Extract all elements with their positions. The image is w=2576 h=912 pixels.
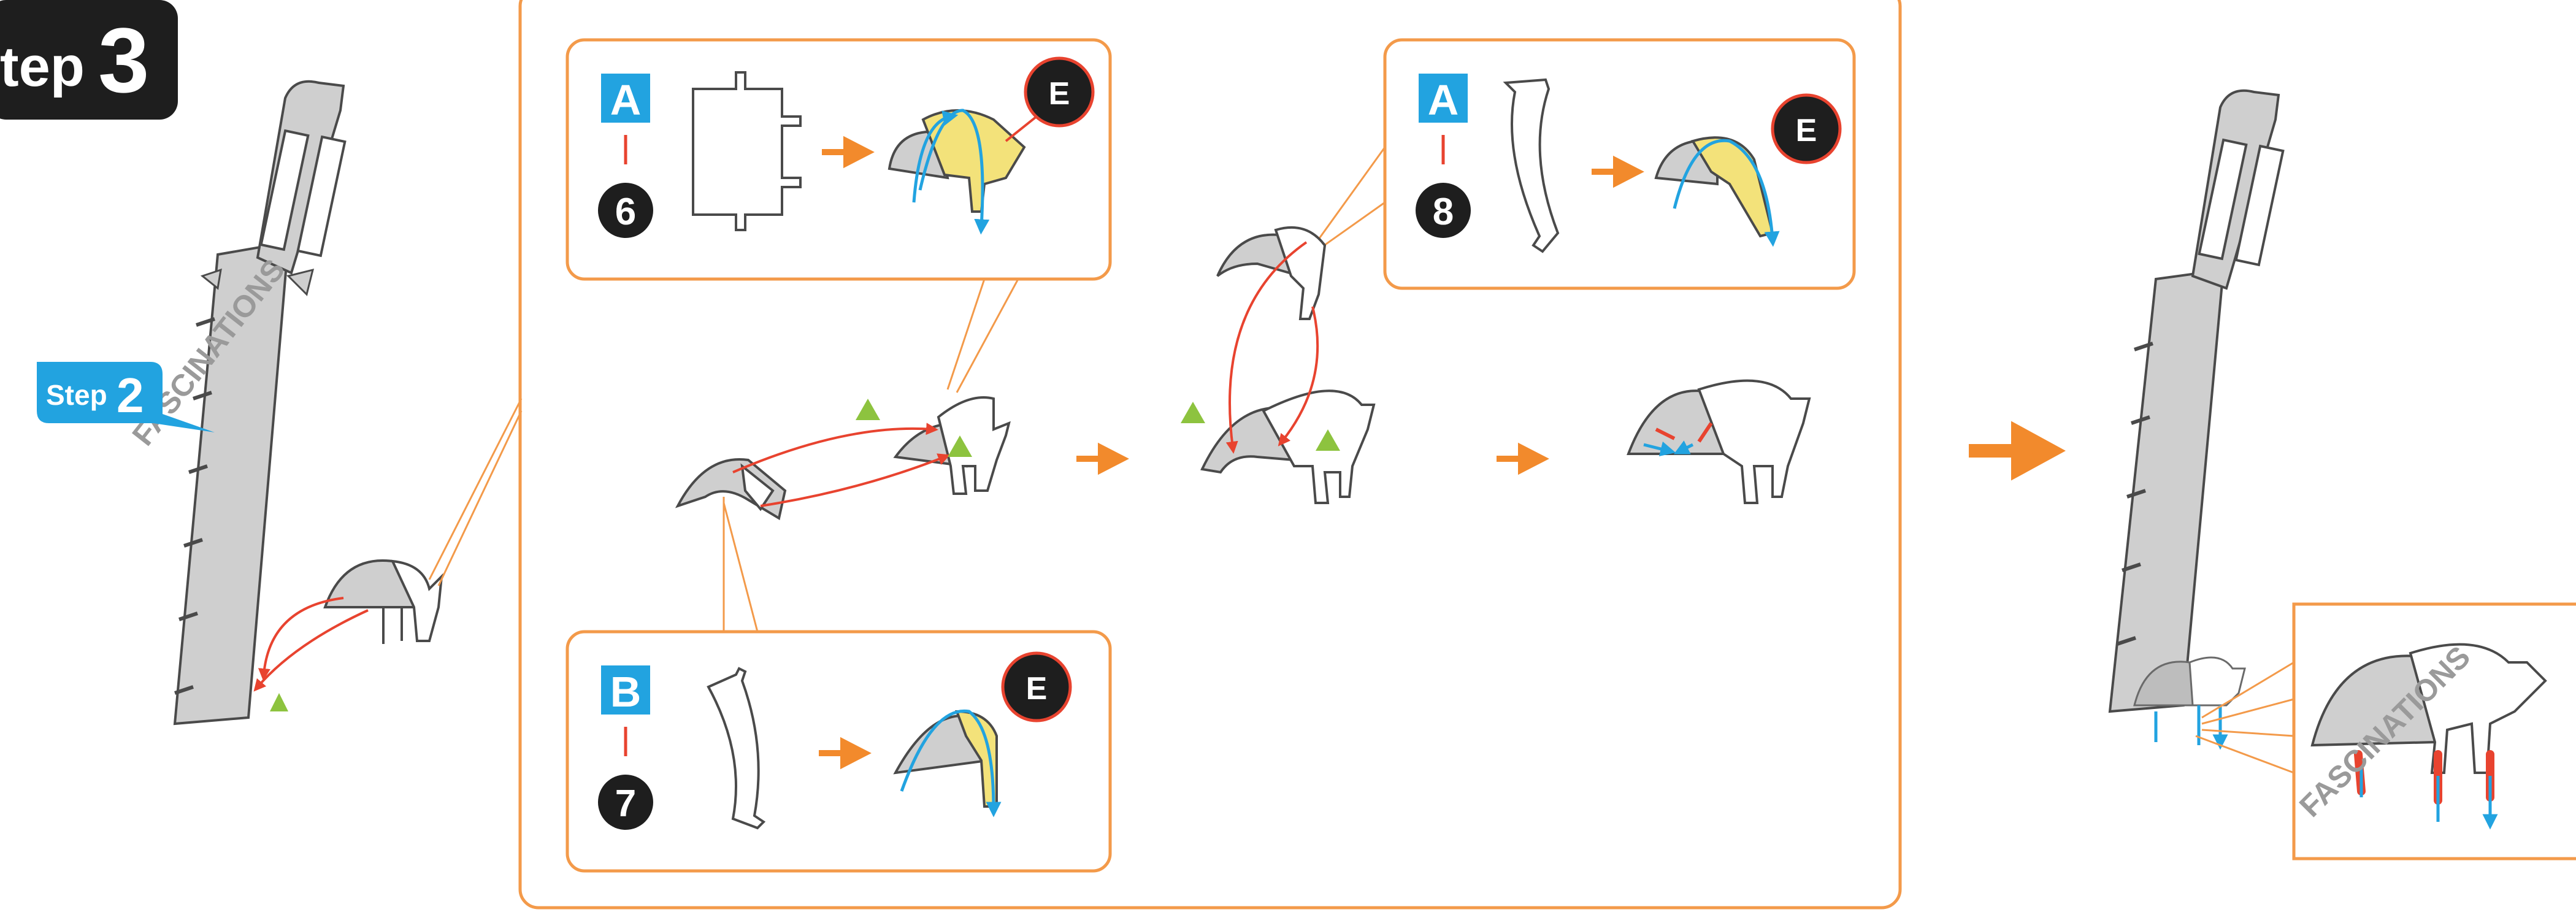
panel-a6: A 6 E [565,38,1112,281]
previous-step-number: 2 [117,368,144,423]
zoom-detail-box [2292,602,2576,860]
red-guide-line [1225,241,1308,454]
callout-line [946,278,1019,393]
callout-line [1315,147,1386,253]
tower-piece-right [2108,89,2285,745]
panel-b7-letter: B [610,668,642,716]
red-guide-line [732,423,938,473]
panel-a8-letter: A [1428,76,1459,124]
hood-assembly-small [323,559,443,644]
panel-a8-badge: E [1796,113,1817,148]
callout-line [428,398,523,586]
align-marker-icon [1181,402,1205,423]
callout-line [2195,661,2294,774]
hood-pieces-joined [1200,226,1376,504]
align-marker-icon [270,693,288,711]
step-header-prefix: tep [0,36,85,98]
panel-b7-badge: E [1026,671,1048,707]
callout-line [723,497,759,632]
step-arrow-icon [1076,442,1129,475]
red-guide-line [253,609,369,692]
step-arrow-icon [1497,442,1549,475]
tower-piece-left [173,80,347,726]
big-step-arrow-icon [1969,421,2066,481]
red-guide-line [1278,306,1319,446]
previous-step-prefix: Step [46,379,107,411]
panel-a6-badge: E [1049,76,1070,112]
panel-a8: A 8 E [1383,38,1856,290]
instruction-frame [518,0,1902,910]
panel-a6-letter: A [610,76,642,124]
hood-pieces-separate [675,396,1011,521]
align-marker-icon [1316,429,1340,451]
red-guide-line [258,597,344,681]
align-marker-icon [948,435,972,457]
step-header-number: 3 [98,9,149,112]
previous-step-tag: Step 2 [37,362,215,432]
align-marker-icon [856,399,880,420]
red-guide-line [760,453,951,507]
panel-a6-number: 6 [615,191,636,233]
panel-a8-number: 8 [1433,191,1454,233]
step-header-badge: tep 3 [0,0,178,120]
panel-b7: B 7 E [565,630,1112,873]
panel-b7-number: 7 [615,783,636,825]
hood-assembly-complete [1627,379,1811,504]
